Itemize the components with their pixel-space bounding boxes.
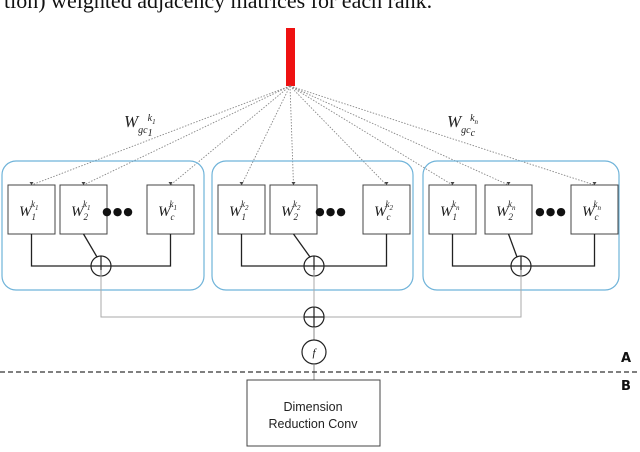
fan-arrowhead — [450, 182, 455, 185]
fan-line — [289, 85, 294, 186]
weight-cell: W1k1 — [7, 184, 56, 235]
activation-label: f — [312, 347, 317, 359]
connector — [531, 234, 596, 267]
connector — [324, 234, 388, 267]
caption-text: tion) weighted adjacency matrices for ea… — [4, 0, 432, 13]
rank-groups: W1k1 W2k1 Wck1 ●●● W1k2 W2k2 Wck2 ●●● W1kn W2kn Wc… — [1, 160, 620, 291]
reduction-conv-line2: Reduction Conv — [269, 417, 359, 431]
rank-group-border — [1, 160, 205, 291]
fan-arrowhead — [291, 182, 296, 185]
rank-group-2: W1k2 W2k2 Wck2 ●●● — [211, 160, 414, 291]
fan-arrowhead — [239, 182, 244, 185]
weight-cell: W1k2 — [217, 184, 266, 235]
weight-label: W2k2 — [281, 199, 301, 222]
weight-label: W1kn — [440, 199, 460, 222]
rank-group-border — [211, 160, 414, 291]
weight-label: W2k1 — [71, 199, 91, 222]
connector — [507, 233, 518, 258]
weight-label: W2kn — [496, 199, 516, 222]
weight-label: W1k1 — [19, 199, 39, 222]
activation-node: f — [301, 339, 327, 365]
weight-cell: W2k1 — [59, 184, 108, 235]
fan-connections — [29, 85, 597, 186]
fan-line — [31, 85, 291, 186]
ellipsis: ●●● — [315, 205, 347, 218]
ellipsis: ●●● — [535, 205, 567, 218]
connector — [292, 233, 311, 258]
weight-cell: W2kn — [484, 184, 533, 235]
weight-cell: Wck1 — [146, 184, 195, 235]
fan-arrowhead — [384, 182, 389, 185]
weight-cell: Wckn — [570, 184, 619, 235]
weight-label: W1k2 — [229, 199, 249, 222]
fan-line — [289, 85, 453, 186]
fan-arrowhead — [506, 182, 511, 185]
aggregation: f — [100, 270, 522, 380]
edge-label-left: Wgc1k1 — [124, 112, 156, 139]
fan-line — [289, 85, 595, 186]
reduction-conv-line1: Dimension — [283, 400, 342, 414]
weight-cell: W1kn — [428, 184, 477, 235]
fan-arrowhead — [29, 182, 34, 185]
ellipsis: ●●● — [102, 205, 134, 218]
weight-label: Wckn — [582, 199, 602, 222]
fan-line — [241, 85, 291, 186]
fan-line — [83, 85, 291, 186]
weight-label: Wck2 — [374, 199, 394, 222]
connector — [111, 234, 172, 267]
edge-label-right: Wgcckn — [447, 112, 479, 139]
connector — [82, 233, 98, 258]
rank-group-1: W1k1 W2k1 Wck1 ●●● — [1, 160, 205, 291]
section-label-a: A — [621, 351, 631, 366]
connector — [451, 234, 511, 267]
fan-line — [289, 85, 509, 186]
weight-cell: Wck2 — [362, 184, 411, 235]
sum-node — [303, 306, 325, 328]
section-label-b: B — [621, 379, 631, 394]
fan-arrowhead — [592, 182, 597, 185]
fan-line — [289, 85, 387, 186]
weight-cell: W2k2 — [269, 184, 318, 235]
fan-arrowhead — [168, 182, 173, 185]
input-bar — [286, 28, 295, 86]
fan-arrowhead — [81, 182, 86, 185]
group-sum-node — [510, 255, 532, 277]
connector — [240, 234, 304, 267]
fan-line — [170, 85, 291, 186]
weight-label: Wck1 — [158, 199, 177, 222]
connector — [30, 234, 91, 267]
reduction-conv-box: Dimension Reduction Conv — [246, 379, 381, 447]
